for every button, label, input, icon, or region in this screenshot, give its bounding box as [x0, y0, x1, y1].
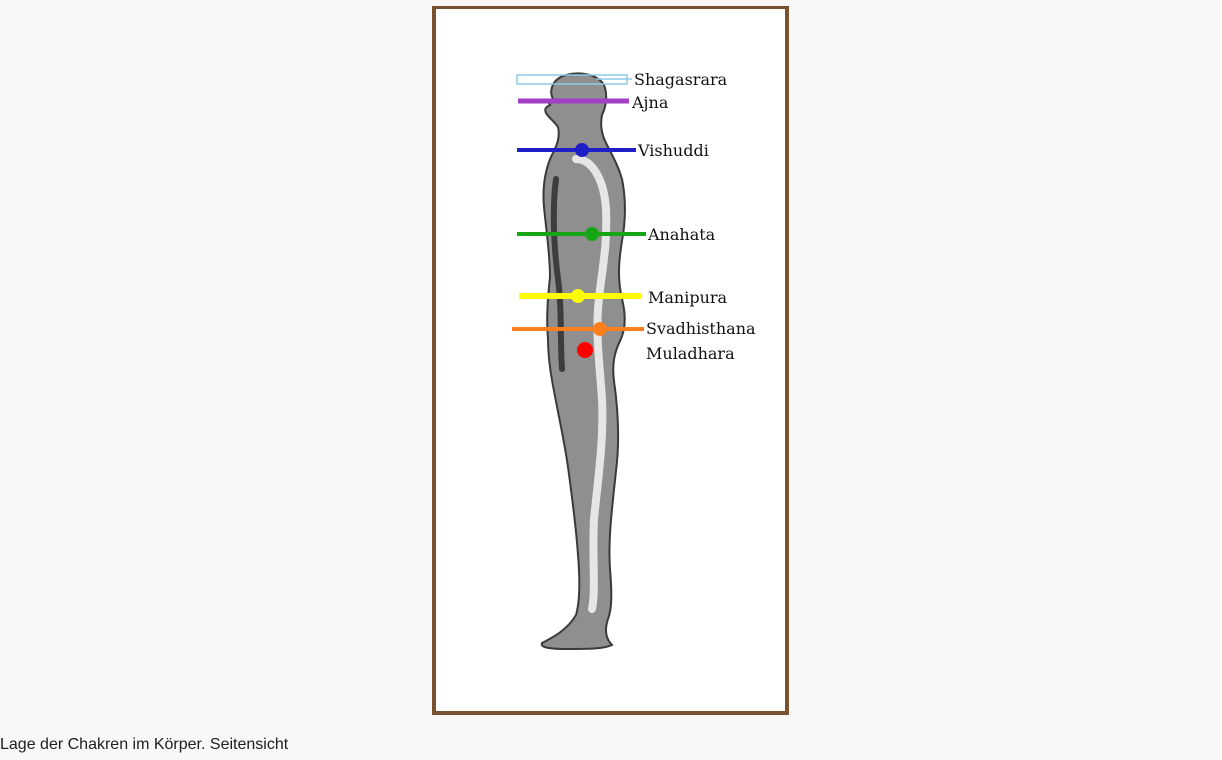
chakra-figure-frame: Shagasrara Ajna Vishuddi Anahata Manipur… [432, 6, 789, 715]
chakra-point-svadhisthana [593, 322, 607, 336]
chakra-label-svadhisthana: Svadhisthana [646, 319, 756, 338]
figure-caption: Lage der Chakren im Körper. Seitensicht [0, 736, 288, 754]
chakra-label-shagasrara: Shagasrara [634, 70, 728, 89]
chakra-point-anahata [585, 227, 599, 241]
chakra-point-manipura [571, 289, 585, 303]
chakra-label-vishuddi: Vishuddi [637, 141, 709, 160]
chakra-label-anahata: Anahata [647, 225, 716, 244]
chakra-label-ajna: Ajna [631, 93, 669, 112]
human-body-silhouette [542, 73, 625, 649]
chakra-point-muladhara [577, 342, 593, 358]
chakra-label-muladhara: Muladhara [646, 344, 735, 363]
chakra-diagram: Shagasrara Ajna Vishuddi Anahata Manipur… [436, 9, 785, 711]
chakra-label-manipura: Manipura [648, 288, 728, 307]
chakra-point-vishuddi [575, 143, 589, 157]
